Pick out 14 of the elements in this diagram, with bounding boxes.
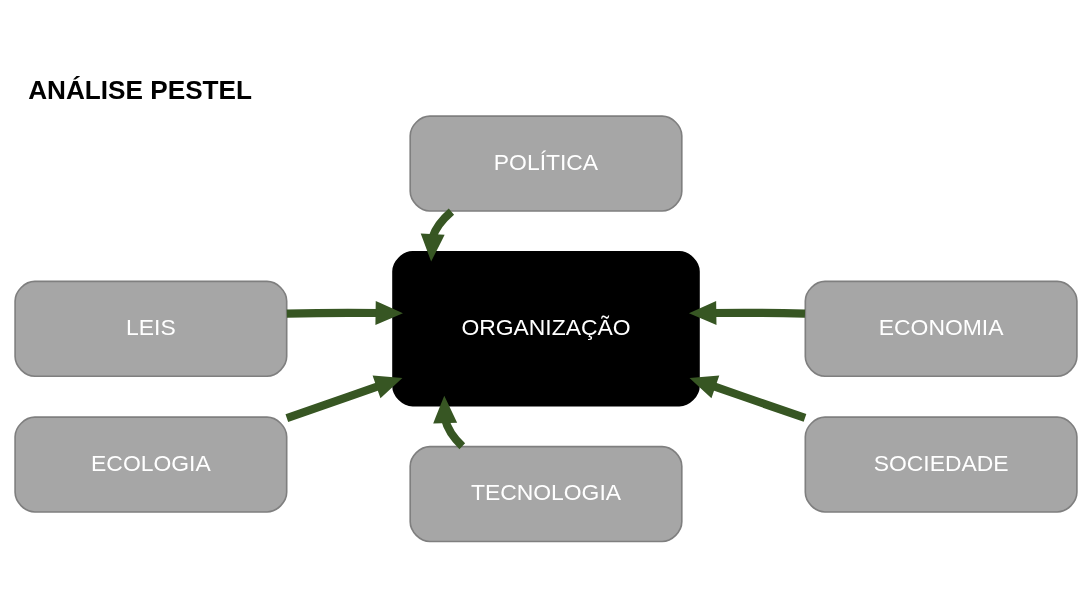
node-box: TECNOLOGIA	[409, 445, 683, 542]
node-box: ORGANIZAÇÃO	[392, 250, 700, 406]
diagram-title: ANÁLISE PESTEL	[28, 74, 252, 105]
node-box: ECOLOGIA	[14, 415, 288, 513]
node-box: POLÍTICA	[409, 114, 683, 212]
arrow	[688, 300, 806, 325]
arrow	[689, 375, 807, 422]
node-box: ECONOMIA	[804, 280, 1078, 377]
node-box: SOCIEDADE	[804, 415, 1078, 513]
arrow	[420, 207, 455, 261]
arrow	[433, 395, 466, 449]
node-box: LEIS	[14, 280, 288, 377]
arrow	[285, 375, 403, 422]
arrow	[286, 300, 403, 325]
